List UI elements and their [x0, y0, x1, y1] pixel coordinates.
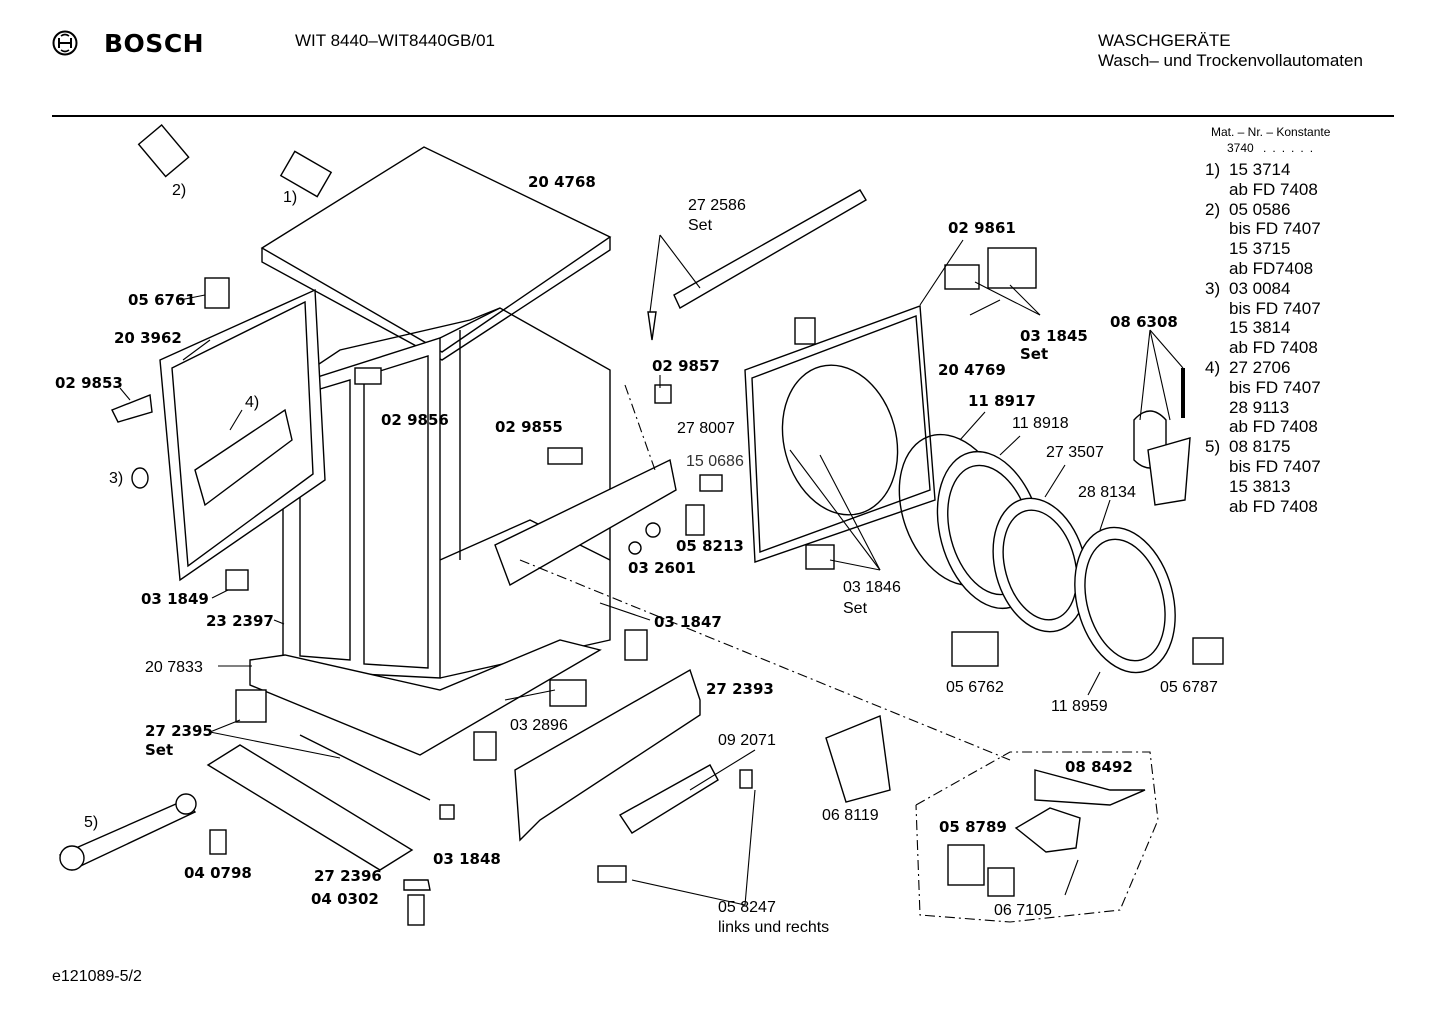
legend-entry-text: 05 0586 — [1229, 199, 1291, 219]
front-panel-part — [744, 305, 936, 563]
part-label-272393: 27 2393 — [706, 680, 774, 698]
part-label-040798: 04 0798 — [184, 864, 252, 882]
part-label-056761: 05 6761 — [128, 291, 196, 309]
part-label-058247: 05 8247 — [718, 899, 776, 916]
callout-5: 5) — [84, 814, 99, 831]
callout-1: 1) — [283, 189, 298, 206]
part-label-068119: 06 8119 — [822, 807, 879, 824]
part-label-029857: 02 9857 — [652, 357, 720, 375]
part-label-204769: 20 4769 — [938, 361, 1006, 379]
legend-entry-text: bis FD 7407 — [1229, 298, 1321, 318]
bosch-logo — [52, 30, 78, 56]
transport-strip — [206, 744, 414, 871]
part-label-118918: 11 8918 — [1012, 415, 1069, 432]
part-label-029856: 02 9856 — [381, 411, 449, 429]
part-label-288134: 28 8134 — [1078, 484, 1136, 501]
legend-entry-text: ab FD 7408 — [1229, 417, 1318, 437]
part-label-272395-set: Set — [145, 741, 174, 759]
part-label-278007: 27 8007 — [677, 420, 735, 437]
category-title: WASCHGERÄTE — [1098, 31, 1231, 50]
part-label-203962: 20 3962 — [114, 329, 182, 347]
part-label-232397: 23 2397 — [206, 612, 274, 630]
legend-title: Mat. – Nr. – Konstante — [1211, 125, 1331, 139]
legend-entry-number: 5) — [1205, 437, 1221, 457]
door-opening — [781, 364, 899, 516]
part-label-040302: 04 0302 — [311, 890, 379, 908]
part-label-056762: 05 6762 — [946, 679, 1004, 696]
part-label-272395: 27 2395 — [145, 722, 213, 740]
legend-entry-text: bis FD 7407 — [1229, 456, 1321, 476]
part-label-058213: 05 8213 — [676, 537, 744, 555]
rear-panel — [159, 288, 326, 582]
part-label-086308: 08 6308 — [1110, 313, 1178, 331]
part-label-272396: 27 2396 — [314, 867, 382, 885]
part-label-272586: 27 2586 — [688, 197, 746, 214]
part-label-058247-note: links und rechts — [718, 919, 830, 936]
callout-3: 3) — [109, 470, 124, 487]
seal-strip — [673, 189, 867, 309]
part-label-092071: 09 2071 — [718, 732, 776, 749]
legend-dots: ...... — [1253, 141, 1320, 155]
model-title: WIT 8440–WIT8440GB/01 — [295, 31, 496, 50]
legend-entry-text: 15 3714 — [1229, 160, 1291, 179]
part-label-058789: 05 8789 — [939, 818, 1007, 836]
part-label-272586-set: Set — [688, 217, 713, 234]
part-label-207833: 20 7833 — [145, 659, 203, 676]
legend-entry-text: ab FD 7408 — [1229, 338, 1318, 358]
legend-constant: 3740 ...... — [1227, 141, 1319, 156]
part-label-029855: 02 9855 — [495, 418, 563, 436]
front-strip-panel — [514, 668, 701, 842]
part-label-056787: 05 6787 — [1160, 679, 1218, 696]
legend-entry-text: ab FD 7408 — [1229, 496, 1318, 516]
legend-entry-number: 2) — [1205, 199, 1221, 219]
legend-entry-number: 4) — [1205, 357, 1221, 377]
part-label-204768: 20 4768 — [528, 173, 596, 191]
legend-entry-text: 15 3814 — [1229, 318, 1291, 338]
callout-2: 2) — [172, 182, 187, 199]
part-label-118917: 11 8917 — [968, 392, 1036, 410]
header-divider — [52, 115, 1394, 117]
legend-entry-text: 03 0084 — [1229, 278, 1291, 298]
part-label-150686: 15 0686 — [686, 453, 744, 470]
base-frame — [249, 639, 602, 756]
legend-entry-text: bis FD 7407 — [1229, 377, 1321, 397]
legend-entry-text: 27 2706 — [1229, 357, 1291, 377]
legend-entry-number: 3) — [1205, 278, 1221, 298]
legend-entry-text: 15 3813 — [1229, 476, 1291, 496]
part-label-031845: 03 1845 — [1020, 327, 1088, 345]
category-subtitle: Wasch– und Trockenvollautomaten — [1098, 51, 1363, 70]
part-label-273507: 27 3507 — [1046, 444, 1104, 461]
part-label-031846: 03 1846 — [843, 579, 901, 596]
legend-entry-number: 1) — [1205, 160, 1221, 179]
part-label-029853: 02 9853 — [55, 374, 123, 392]
part-label-029861: 02 9861 — [948, 219, 1016, 237]
legend-entry-text: ab FD7408 — [1229, 258, 1314, 278]
part-label-031845-set: Set — [1020, 345, 1049, 363]
legend-entry-text: ab FD 7408 — [1229, 179, 1318, 199]
bosch-armature-icon — [52, 30, 78, 56]
part-label-031847: 03 1847 — [654, 613, 722, 631]
brand-name: BOSCH — [104, 29, 205, 58]
part-label-031846-set: Set — [843, 600, 868, 617]
legend-entry-text: 28 9113 — [1229, 397, 1290, 417]
part-label-031848: 03 1848 — [433, 850, 501, 868]
part-label-031849: 03 1849 — [141, 590, 209, 608]
callout-4: 4) — [245, 394, 260, 411]
legend-constant-value: 3740 — [1227, 141, 1254, 155]
legend-entry-text: 08 8175 — [1229, 437, 1291, 457]
part-label-032896: 03 2896 — [510, 717, 568, 734]
part-label-118959: 11 8959 — [1051, 698, 1108, 715]
part-label-032601: 03 2601 — [628, 559, 696, 577]
legend-entry-text: 15 3715 — [1229, 239, 1291, 259]
control-panel — [494, 458, 677, 587]
part-label-067105: 06 7105 — [994, 902, 1052, 919]
legend-entry-text: bis FD 7407 — [1229, 219, 1321, 239]
drawing-code: e121089-5/2 — [52, 968, 142, 985]
part-label-088492: 08 8492 — [1065, 758, 1133, 776]
